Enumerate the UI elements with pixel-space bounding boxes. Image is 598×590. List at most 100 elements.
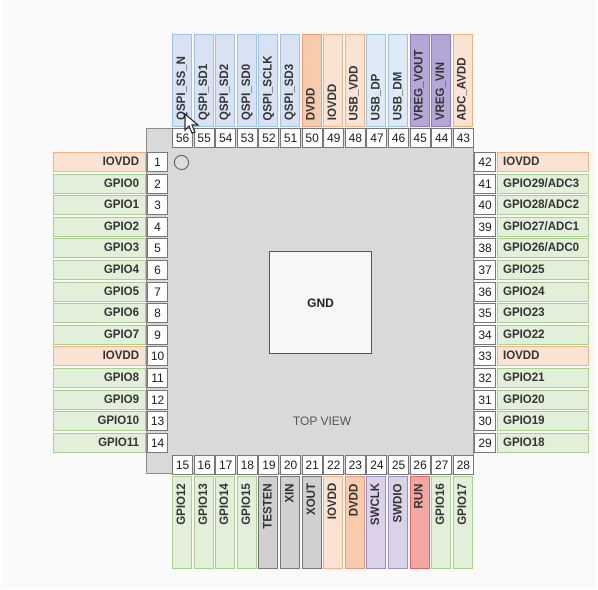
pin-label-left-8-text: GPIO6	[103, 307, 139, 320]
pin-label-bottom-22-text: IOVDD	[327, 482, 340, 520]
pin-number-19-text: 19	[262, 458, 276, 472]
pin-number-28-text: 28	[456, 458, 470, 472]
pin-label-left-3-text: GPIO1	[103, 199, 139, 212]
pin-label-right-33: IOVDD	[497, 346, 589, 367]
pin-label-right-36-text: GPIO24	[503, 285, 545, 298]
pin-label-left-13-text: GPIO10	[97, 415, 139, 428]
ground-pad-label: GND	[307, 295, 334, 310]
pin-number-50-text: 50	[305, 131, 319, 145]
pin-number-1-text: 1	[154, 155, 161, 169]
pin-number-11: 11	[147, 368, 168, 388]
pin-label-top-46: USB_DM	[388, 34, 408, 127]
pin-label-top-56: QSPI_SS_N	[172, 34, 192, 127]
pin-label-left-10: IOVDD	[53, 346, 146, 367]
pin-label-right-40-text: GPIO28/ADC2	[503, 199, 580, 212]
pin-number-29: 29	[474, 432, 496, 453]
pin-label-bottom-18-text: GPIO15	[240, 483, 253, 525]
pin-label-bottom-17-text: GPIO14	[218, 483, 231, 525]
pin-number-6: 6	[147, 260, 168, 280]
pin-label-bottom-15-text: GPIO12	[175, 483, 188, 525]
pin-label-left-6: GPIO4	[53, 260, 146, 280]
pin-label-left-12: GPIO9	[53, 389, 146, 410]
pin-label-right-39-text: GPIO27/ADC1	[503, 220, 580, 233]
pin-number-42-text: 42	[478, 155, 492, 169]
pin-label-right-34: GPIO22	[497, 324, 589, 345]
pin-label-top-44: VREG_VIN	[431, 34, 452, 127]
pin-label-top-43: ADC_AVDD	[452, 34, 473, 127]
pin-number-44-text: 44	[435, 131, 449, 145]
pin-number-10-text: 10	[150, 349, 165, 364]
pin-label-top-53-text: QSPI_SD0	[240, 63, 253, 121]
pin-label-left-10-text: IOVDD	[102, 350, 139, 363]
pin-label-left-11: GPIO8	[53, 368, 146, 388]
pin-label-left-7: GPIO5	[53, 281, 146, 302]
pin-label-right-33-text: IOVDD	[503, 350, 540, 363]
pin-number-43-text: 43	[456, 131, 470, 145]
pin-number-38-text: 38	[478, 241, 492, 256]
pin-label-top-48: USB_VDD	[344, 34, 365, 127]
pin-number-2: 2	[147, 173, 168, 194]
pin-number-5: 5	[147, 238, 168, 259]
pin-number-15-text: 15	[175, 458, 190, 472]
pin-number-48-text: 48	[348, 131, 362, 145]
pin-number-32-text: 32	[478, 371, 492, 385]
pin-label-left-12-text: GPIO9	[103, 393, 139, 406]
pin-label-left-14: GPIO11	[53, 432, 146, 453]
pin-number-39-text: 39	[478, 219, 492, 234]
pin-number-28: 28	[452, 455, 474, 475]
pin-label-top-54: QSPI_SD2	[215, 34, 236, 127]
ground-pad: GND	[269, 251, 372, 354]
pin-label-bottom-28-text: GPIO17	[456, 483, 469, 525]
pin-number-51: 51	[280, 128, 301, 148]
pin-label-left-2-text: GPIO0	[103, 177, 139, 190]
pin-number-10: 10	[147, 346, 168, 367]
pin-number-47: 47	[366, 128, 388, 148]
pin-label-top-43-text: ADC_AVDD	[456, 56, 469, 121]
pin-number-38: 38	[474, 238, 496, 259]
pin-label-right-31-text: GPIO20	[503, 393, 545, 406]
pin-label-left-1: IOVDD	[53, 152, 146, 172]
pin-number-17-text: 17	[219, 458, 233, 472]
pin-label-left-7-text: GPIO5	[103, 285, 139, 298]
pin-label-top-55-text: QSPI_SD1	[197, 63, 210, 121]
pin-label-left-4-text: GPIO2	[103, 220, 139, 233]
pin-label-right-37: GPIO25	[497, 260, 589, 280]
pin-number-7: 7	[147, 281, 168, 302]
pin-number-51-text: 51	[283, 131, 298, 145]
pin-number-25-text: 25	[391, 458, 406, 472]
pin-number-55-text: 55	[197, 131, 211, 145]
pin-number-22: 22	[323, 455, 345, 475]
pin-label-top-53: QSPI_SD0	[236, 34, 257, 127]
pin-label-left-6-text: GPIO4	[103, 264, 139, 276]
pin-number-11-text: 11	[151, 371, 164, 385]
pin-label-right-32-text: GPIO21	[503, 372, 545, 384]
pin-number-3-text: 3	[154, 198, 161, 213]
pin-label-bottom-23: DVDD	[344, 476, 365, 569]
pin-label-bottom-27-text: GPIO16	[434, 483, 447, 525]
pin-label-top-48-text: USB_VDD	[348, 65, 361, 120]
pin-number-4: 4	[147, 216, 168, 237]
pin-number-50: 50	[301, 128, 323, 148]
pin-number-46-text: 46	[391, 131, 406, 145]
pin-number-48: 48	[344, 128, 366, 148]
pin-number-27: 27	[431, 455, 453, 475]
pin-number-52: 52	[258, 128, 280, 148]
pin-number-47-text: 47	[370, 131, 384, 145]
pin-number-54: 54	[215, 128, 237, 148]
pin-label-top-45-text: VREG_VOUT	[413, 49, 426, 120]
pin-number-31-text: 31	[478, 392, 492, 407]
pin-number-13: 13	[147, 411, 168, 432]
pin-number-4-text: 4	[154, 219, 161, 234]
pin-number-13-text: 13	[150, 414, 165, 429]
pin-label-left-14-text: GPIO11	[98, 436, 139, 449]
pin-label-top-49: IOVDD	[323, 34, 344, 127]
pin-number-23-text: 23	[348, 458, 362, 472]
pin-label-top-45: VREG_VOUT	[409, 34, 430, 127]
pin-label-right-30: GPIO19	[497, 411, 589, 432]
pin-label-right-34-text: GPIO22	[503, 328, 545, 341]
pin-label-bottom-19-text: TESTEN	[262, 482, 275, 529]
pin-label-bottom-18: GPIO15	[236, 476, 257, 569]
pin-number-6-text: 6	[154, 263, 161, 277]
pin-number-40-text: 40	[478, 198, 492, 213]
pin-number-33: 33	[474, 346, 496, 367]
